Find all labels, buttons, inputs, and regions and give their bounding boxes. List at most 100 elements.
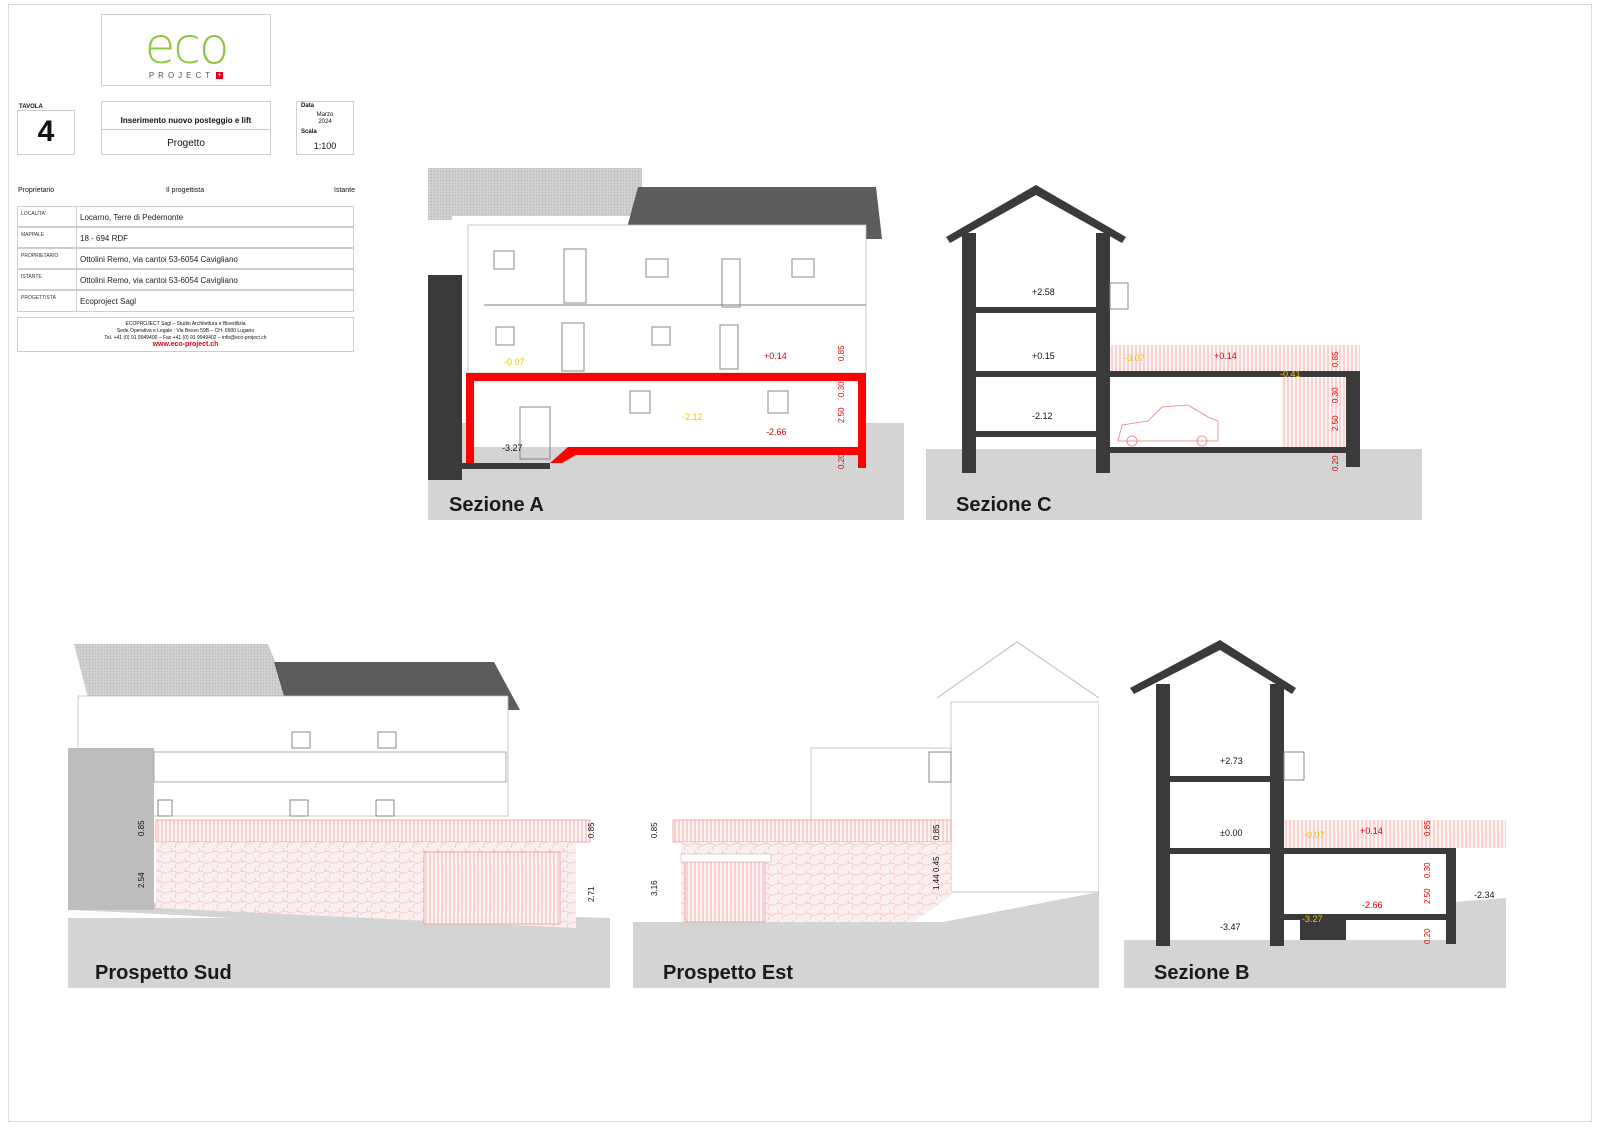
fence-hatch bbox=[1284, 820, 1506, 848]
info-value: Locarno, Terre di Pedemonte bbox=[80, 213, 184, 222]
side-wall bbox=[68, 748, 154, 910]
info-row-mappale: MAPPALE 18 - 694 RDF bbox=[17, 227, 354, 248]
annex bbox=[810, 747, 952, 823]
scala-label: Scala bbox=[301, 129, 317, 135]
data-year: 2024 bbox=[318, 119, 332, 125]
level-label: -0.41 bbox=[1280, 369, 1301, 379]
prospetto-est-drawing: 0.85 3.16 0.85 1.44 0.45 bbox=[633, 641, 1099, 988]
facade bbox=[467, 224, 867, 374]
scala-value: 1:100 bbox=[313, 141, 337, 151]
dimension-label: 0.20 bbox=[837, 453, 846, 469]
ground-slope bbox=[943, 892, 1099, 922]
door bbox=[561, 322, 585, 372]
roof-upper bbox=[452, 168, 642, 216]
garage-floor-slab bbox=[1284, 914, 1454, 920]
level-label: +0.15 bbox=[1032, 351, 1055, 361]
wall-left-red bbox=[466, 373, 474, 463]
dimension-label: 0.20 bbox=[1331, 455, 1340, 471]
info-divider bbox=[76, 270, 77, 289]
dimension-label: 0.85 bbox=[837, 345, 846, 361]
dimension-label: 0.85 bbox=[137, 820, 146, 836]
ground bbox=[926, 449, 1422, 520]
house-body bbox=[950, 701, 1099, 893]
level-label: +2.58 bbox=[1032, 287, 1055, 297]
company-line-2: Sede Operativa e Legale : Via Besso 59B … bbox=[116, 328, 255, 334]
dimension-label: 2.50 bbox=[1423, 888, 1432, 904]
project-phase: Progetto bbox=[167, 138, 205, 149]
fence-hatch bbox=[1110, 345, 1360, 371]
info-divider bbox=[76, 207, 77, 226]
project-title-box: Inserimento nuovo posteggio e lift Proge… bbox=[101, 101, 271, 155]
door bbox=[719, 324, 739, 370]
wall-left bbox=[962, 233, 976, 473]
garage-wall bbox=[1446, 848, 1456, 944]
info-value: Ottolini Remo, via cantoi 53-6054 Cavigl… bbox=[80, 276, 238, 285]
company-line-1: ECOPROJECT Sagl – Studio Architettura e … bbox=[125, 321, 246, 327]
level-label: -2.66 bbox=[1362, 900, 1383, 910]
level-label: -0.07 bbox=[504, 357, 525, 367]
garage-door bbox=[423, 851, 561, 925]
tavola-number: 4 bbox=[37, 115, 55, 148]
roof-left bbox=[428, 168, 452, 220]
garage-floor-slab bbox=[1110, 447, 1360, 453]
logo-subtitle: PROJECT+ bbox=[102, 71, 270, 80]
window bbox=[375, 799, 395, 817]
drawing-sheet bbox=[8, 4, 1592, 1122]
window bbox=[289, 799, 309, 817]
ground bbox=[633, 922, 1099, 988]
info-divider bbox=[76, 291, 77, 311]
floor-slab bbox=[1170, 848, 1270, 854]
dimension-label: 0.20 bbox=[1423, 928, 1432, 944]
window bbox=[645, 258, 669, 278]
floor-slab bbox=[976, 431, 1096, 437]
dimension-label: 0.45 bbox=[932, 856, 941, 872]
dimension-label: 0.30 bbox=[837, 381, 846, 397]
sezione-b-title: Sezione B bbox=[1154, 962, 1250, 984]
level-label: -3.27 bbox=[502, 443, 523, 453]
garage-roof-slab bbox=[1110, 371, 1360, 377]
dimension-label: 2.71 bbox=[587, 886, 596, 902]
stair-red bbox=[550, 447, 576, 463]
tavola-label: TAVOLA bbox=[19, 104, 43, 110]
info-label: ISTANTE bbox=[21, 274, 42, 280]
title-divider bbox=[102, 129, 270, 130]
window bbox=[629, 390, 651, 414]
info-value: Ottolini Remo, via cantoi 53-6054 Cavigl… bbox=[80, 255, 238, 264]
info-divider bbox=[76, 228, 77, 247]
info-row-localita: LOCALITA' Locarno, Terre di Pedemonte bbox=[17, 206, 354, 227]
roof-outline bbox=[936, 641, 1099, 699]
window bbox=[767, 390, 789, 414]
window bbox=[157, 799, 173, 817]
company-website-link[interactable]: www.eco-project.ch bbox=[152, 341, 219, 348]
garage-wall bbox=[1346, 371, 1360, 467]
ground bbox=[68, 918, 610, 988]
level-label: -2.12 bbox=[682, 412, 703, 422]
balcony-rail bbox=[153, 751, 507, 783]
info-row-proprietario: PROPRIETARIO Ottolini Remo, via cantoi 5… bbox=[17, 248, 354, 269]
level-label: -0.07 bbox=[1304, 830, 1325, 840]
door bbox=[563, 248, 587, 304]
logo-box: eco PROJECT+ bbox=[101, 14, 271, 86]
info-value: 18 - 694 RDF bbox=[80, 234, 129, 243]
info-label: PROPRIETARIO bbox=[21, 253, 59, 259]
company-line-3: Tel. +41 (0) 91 9949400 – Fax +41 (0) 91… bbox=[104, 335, 267, 341]
level-label: +0.14 bbox=[1360, 826, 1383, 836]
window bbox=[495, 326, 515, 346]
logo-project-text: PROJECT bbox=[148, 71, 215, 80]
dimension-label: 3.16 bbox=[650, 880, 659, 896]
ground bbox=[1124, 940, 1506, 988]
dimension-label: 0.85 bbox=[932, 824, 941, 840]
fence-hatch bbox=[155, 819, 591, 843]
level-label: -0.07 bbox=[1124, 353, 1145, 363]
info-row-progettista: PROGETTISTA Ecoproject Sagl bbox=[17, 290, 354, 312]
level-label: -2.34 bbox=[1474, 890, 1495, 900]
floor-slab bbox=[1170, 776, 1270, 782]
wall-right bbox=[1096, 233, 1110, 473]
sezione-a-drawing: -0.07 +0.14 -2.12 -2.66 -3.27 0.85 0.30 … bbox=[428, 168, 904, 520]
info-divider bbox=[76, 249, 77, 268]
dimension-label: 2.50 bbox=[1331, 415, 1340, 431]
wall-right bbox=[1270, 684, 1284, 946]
dimension-label: 0.85 bbox=[1423, 820, 1432, 836]
tavola-number-box: 4 bbox=[17, 110, 75, 155]
car-wheel-icon bbox=[1196, 435, 1208, 447]
